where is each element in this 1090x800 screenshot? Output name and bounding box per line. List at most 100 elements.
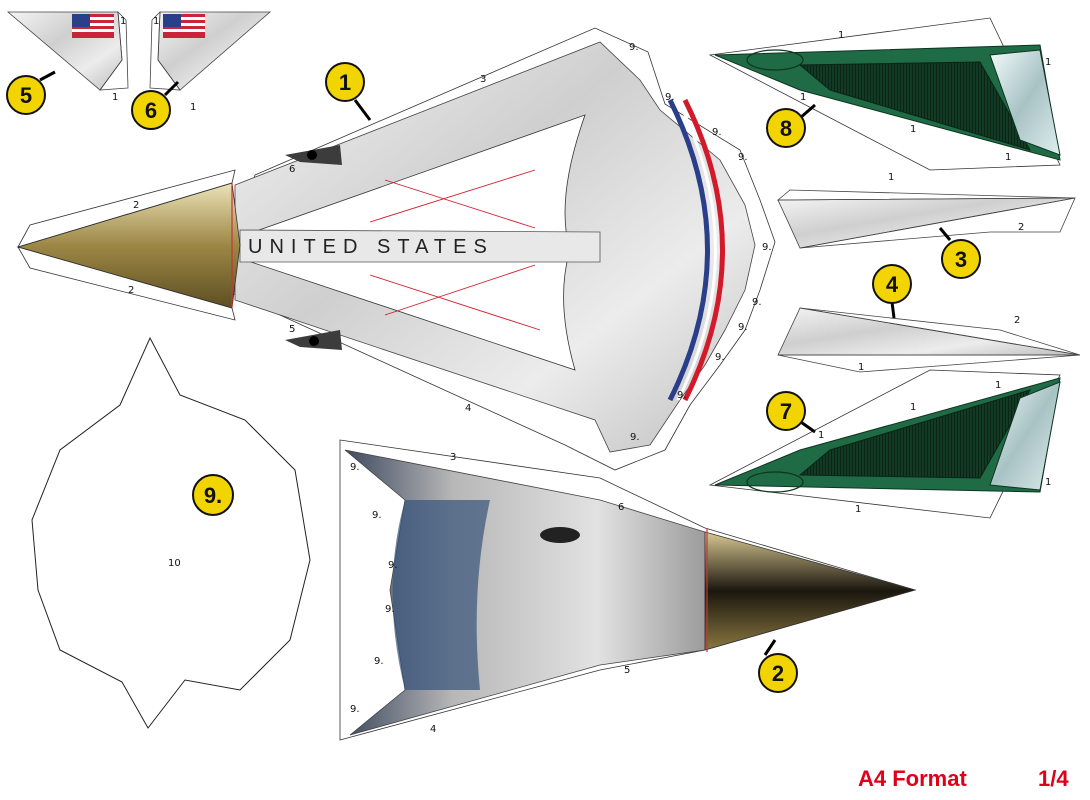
tab-label: 1 — [1045, 477, 1051, 488]
canopy-ring — [746, 471, 804, 493]
tab-label: 6 — [618, 502, 624, 513]
canopy-vent — [798, 61, 1032, 151]
tab-label: 1 — [190, 102, 196, 113]
engine-port — [540, 527, 580, 543]
tab-label: 4 — [430, 724, 436, 735]
tab-label: 1 — [838, 30, 844, 41]
part-10-shape — [31, 336, 311, 729]
badge-number: 7 — [780, 399, 792, 424]
badge-6: 6 — [131, 80, 180, 130]
tab-label: 5 — [624, 665, 630, 676]
badge-number: 6 — [145, 98, 157, 123]
hull-stripe-white — [676, 99, 717, 401]
tab-label: 1 — [818, 430, 824, 441]
main-top-hull: UNITED STATES 2 2 3 4 5 6 9. 9. 9. 9. 9.… — [16, 27, 776, 471]
tab-label: 1 — [858, 362, 864, 373]
tab-label: 3 — [450, 452, 456, 463]
part-10-outline: 10 — [31, 336, 311, 729]
hull-stripe-blue — [667, 98, 710, 402]
tab-label: 1 — [888, 172, 894, 183]
nose-tab — [17, 246, 236, 321]
tab-label: 2 — [133, 200, 139, 211]
flag-stripe — [163, 29, 205, 32]
tab-label: 5 — [289, 324, 295, 335]
fin-dot — [309, 336, 319, 346]
tab-label: 9. — [629, 42, 639, 53]
tab-label: 1 — [855, 504, 861, 515]
tab-label: 9. — [738, 152, 748, 163]
flag-canton — [72, 14, 90, 27]
tab-label: 1 — [910, 402, 916, 413]
badge-5: 5 — [6, 70, 56, 115]
fin-dot — [307, 150, 317, 160]
engine-glow — [392, 500, 490, 690]
flag-stripe — [163, 23, 205, 26]
hull-tab-outline — [224, 27, 776, 471]
fold-line — [384, 179, 536, 229]
tab-label: 9. — [350, 704, 360, 715]
badge-number: 9. — [204, 483, 222, 508]
canopy-tab-outline — [708, 17, 1061, 171]
tab-label: 1 — [995, 380, 1001, 391]
badge-number: 1 — [339, 70, 351, 95]
flag-canton — [163, 14, 181, 27]
wedge-tab — [799, 197, 1076, 249]
sheet-format-label: A4 Format — [858, 766, 967, 791]
canopy-vent — [798, 389, 1032, 479]
wedge-tab — [777, 354, 1081, 373]
badge-number: 5 — [20, 83, 32, 108]
tab-label: 9. — [715, 352, 725, 363]
tab-label: 9. — [374, 656, 384, 667]
part-10-label: 10 — [168, 558, 181, 569]
tab-label: 9. — [630, 432, 640, 443]
tab-label: 4 — [465, 403, 471, 414]
canopy-part-7: 1 1 1 1 1 — [708, 369, 1061, 519]
tab-label: 9. — [388, 560, 398, 571]
badge-number: 2 — [772, 661, 784, 686]
badge-7: 7 — [766, 391, 816, 434]
tab-label: 2 — [1014, 315, 1020, 326]
tab-label: 6 — [289, 164, 295, 175]
tab-label: 1 — [153, 16, 159, 27]
canopy-glass — [989, 49, 1061, 156]
canopy-part-8: 1 1 1 1 1 — [708, 17, 1061, 171]
page-number: 1/4 — [1038, 766, 1069, 791]
flag-stripe — [163, 17, 205, 20]
wedge-body — [777, 307, 1081, 356]
tab-label: 1 — [800, 92, 806, 103]
bottom-hull: 3 4 6 5 9. 9. 9. 9. 9. 9. — [339, 439, 917, 741]
tab-label: 9. — [665, 92, 675, 103]
flag-fin-6: 1 1 — [149, 10, 272, 113]
tab-label: 9. — [350, 462, 360, 473]
tab-label: 9. — [762, 242, 772, 253]
wedge-part-4: 2 1 — [777, 307, 1081, 373]
tab-label: 1 — [1045, 57, 1051, 68]
fold-line — [384, 264, 536, 316]
badge-number: 4 — [886, 272, 899, 297]
tab-label: 1 — [120, 16, 126, 27]
badge-8: 8 — [766, 103, 816, 148]
wedge-tab — [776, 189, 1076, 201]
tab-label: 1 — [112, 92, 118, 103]
wedge-body — [777, 197, 1076, 249]
tab-label: 9. — [677, 390, 687, 401]
tab-label: 9. — [372, 510, 382, 521]
fold-line — [369, 274, 541, 331]
flag-fin-5: 1 1 — [6, 10, 129, 103]
tab-label: 1 — [1005, 152, 1011, 163]
badge-3: 3 — [938, 227, 981, 279]
wedge-tab — [799, 307, 1081, 356]
badge-4: 4 — [872, 264, 912, 319]
flag-stripe — [72, 17, 114, 20]
hull-stripe-red — [682, 98, 725, 402]
canopy-ring — [746, 49, 804, 71]
bottom-nose-cone — [704, 531, 917, 651]
tab-label: 9. — [752, 297, 762, 308]
part-badges: 1 2 3 4 5 6 7 — [6, 62, 981, 693]
canopy-glass — [989, 381, 1061, 491]
badge-number: 8 — [780, 116, 792, 141]
fin-tab — [149, 10, 181, 91]
badge-2: 2 — [758, 639, 798, 693]
